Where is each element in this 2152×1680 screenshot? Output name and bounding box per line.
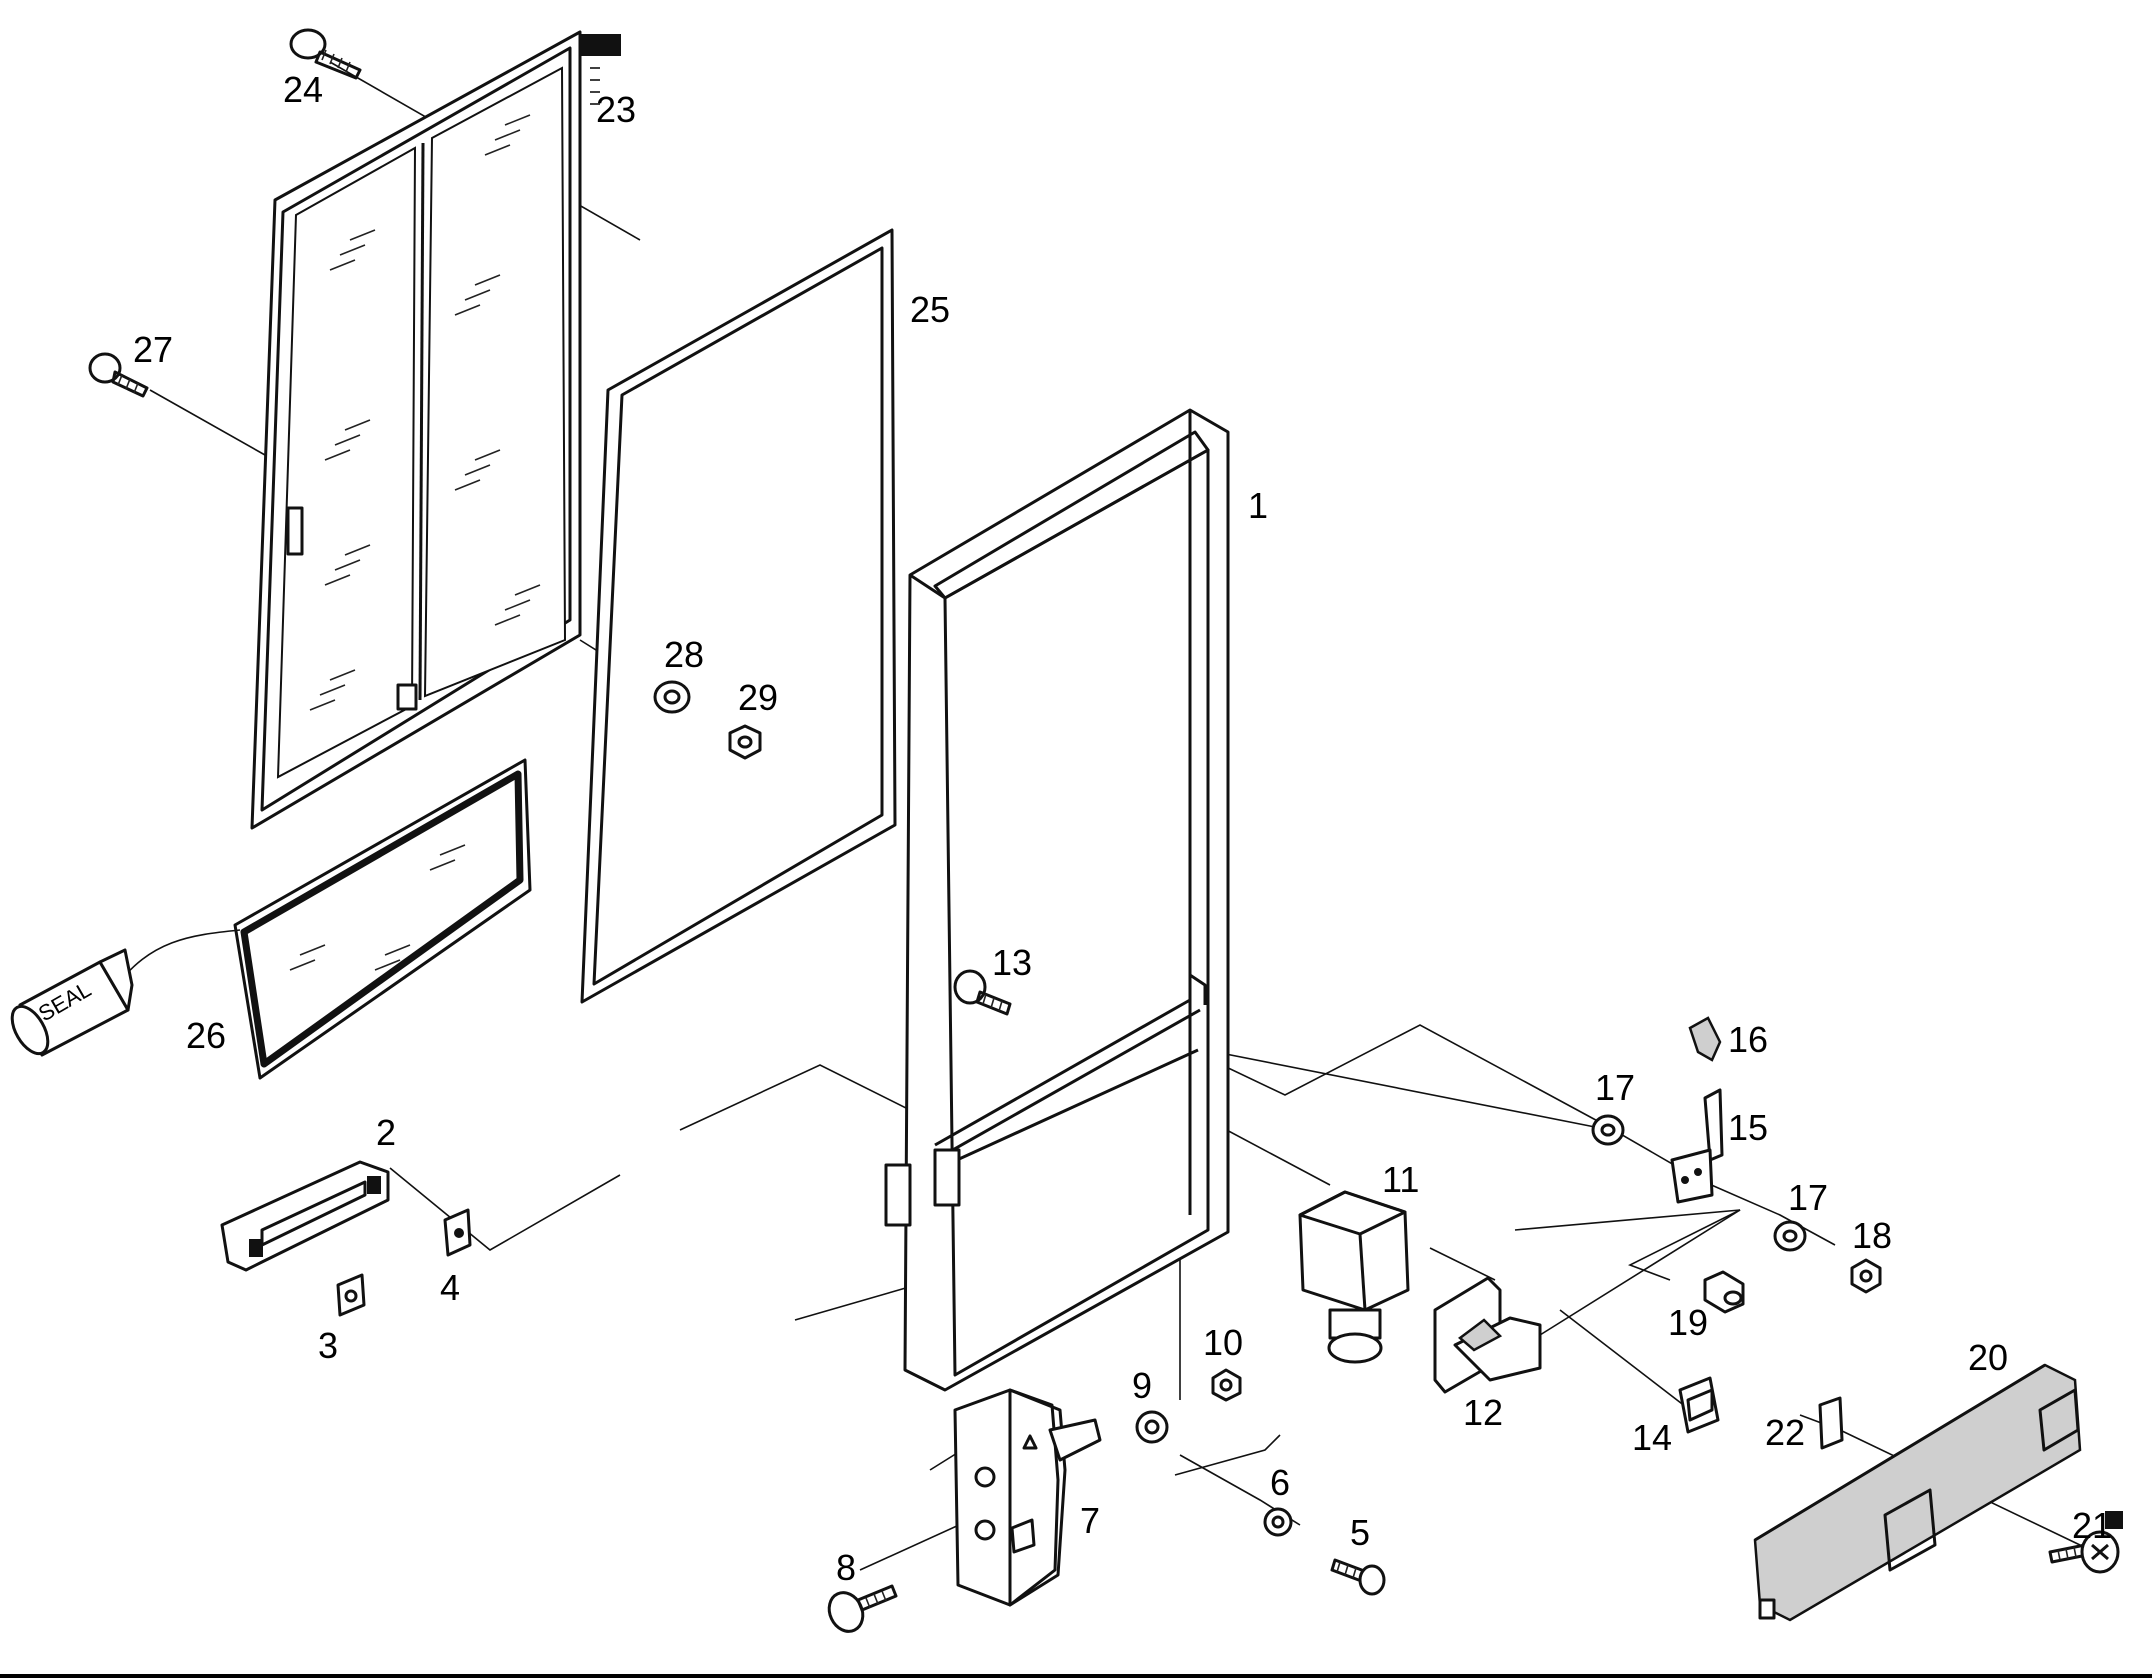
callout-16: 16 (1728, 1019, 1768, 1060)
callout-labels: 1 2 3 4 5 6 7 8 9 10 11 12 13 14 15 16 1… (133, 69, 2112, 1588)
callout-17a: 17 (1595, 1067, 1635, 1108)
door-frame (884, 408, 1230, 1392)
gasket-frame (580, 228, 897, 1004)
lower-glass-panel (114, 758, 532, 1080)
callout-17b: 17 (1788, 1177, 1828, 1218)
callout-7: 7 (1080, 1500, 1100, 1541)
callout-4: 4 (440, 1267, 460, 1308)
clip-14 (1678, 1376, 1720, 1434)
nut-18 (1850, 1258, 1882, 1294)
callout-13: 13 (992, 942, 1032, 983)
lock-cylinder-housing (1298, 1190, 1410, 1364)
callout-28: 28 (664, 634, 704, 675)
screw-8 (827, 1584, 898, 1633)
callout-19: 19 (1668, 1302, 1708, 1343)
washer-9 (1135, 1410, 1169, 1444)
screw-27 (88, 352, 149, 398)
bracket-15 (1670, 1088, 1724, 1204)
lock-body (953, 1388, 1102, 1607)
clip-22 (1818, 1396, 1844, 1450)
washer-6 (1263, 1507, 1293, 1537)
callout-24: 24 (283, 69, 323, 110)
callout-12: 12 (1463, 1392, 1503, 1433)
callout-5: 5 (1350, 1512, 1370, 1553)
callout-23: 23 (596, 89, 636, 130)
nut-10 (1211, 1368, 1242, 1402)
callout-27: 27 (133, 329, 173, 370)
callout-20: 20 (1968, 1337, 2008, 1378)
upper-door-panel (250, 30, 621, 830)
screw-24 (289, 28, 362, 80)
callout-10: 10 (1203, 1322, 1243, 1363)
square-nut-3 (336, 1273, 366, 1317)
washer-28 (653, 680, 691, 714)
callout-2: 2 (376, 1112, 396, 1153)
callout-14: 14 (1632, 1417, 1672, 1458)
rail-20 (1753, 1363, 2082, 1622)
callout-11: 11 (1382, 1159, 1419, 1200)
callout-1: 1 (1248, 485, 1268, 526)
washer-17b (1773, 1220, 1807, 1252)
fitting-19 (1703, 1270, 1745, 1314)
callout-6: 6 (1270, 1462, 1290, 1503)
handle-2 (220, 1160, 390, 1272)
nut-29 (728, 724, 762, 760)
screw-5 (1330, 1558, 1386, 1596)
callout-15: 15 (1728, 1107, 1768, 1148)
latch-plate (1433, 1209, 1741, 1394)
marker-21 (2105, 1511, 2123, 1529)
callout-8: 8 (836, 1547, 856, 1588)
square-nut-4 (443, 1208, 472, 1257)
callout-3: 3 (318, 1325, 338, 1366)
bolt-13 (953, 969, 1012, 1016)
seal-tube: SEAL (10, 948, 134, 1057)
screw-21 (2048, 1530, 2120, 1574)
callout-9: 9 (1132, 1365, 1152, 1406)
callout-29: 29 (738, 677, 778, 718)
callout-18: 18 (1852, 1215, 1892, 1256)
callout-26: 26 (186, 1015, 226, 1056)
callout-25: 25 (910, 289, 950, 330)
callout-22: 22 (1765, 1412, 1805, 1453)
washer-17a (1591, 1114, 1625, 1146)
knob-16 (1688, 1016, 1722, 1062)
